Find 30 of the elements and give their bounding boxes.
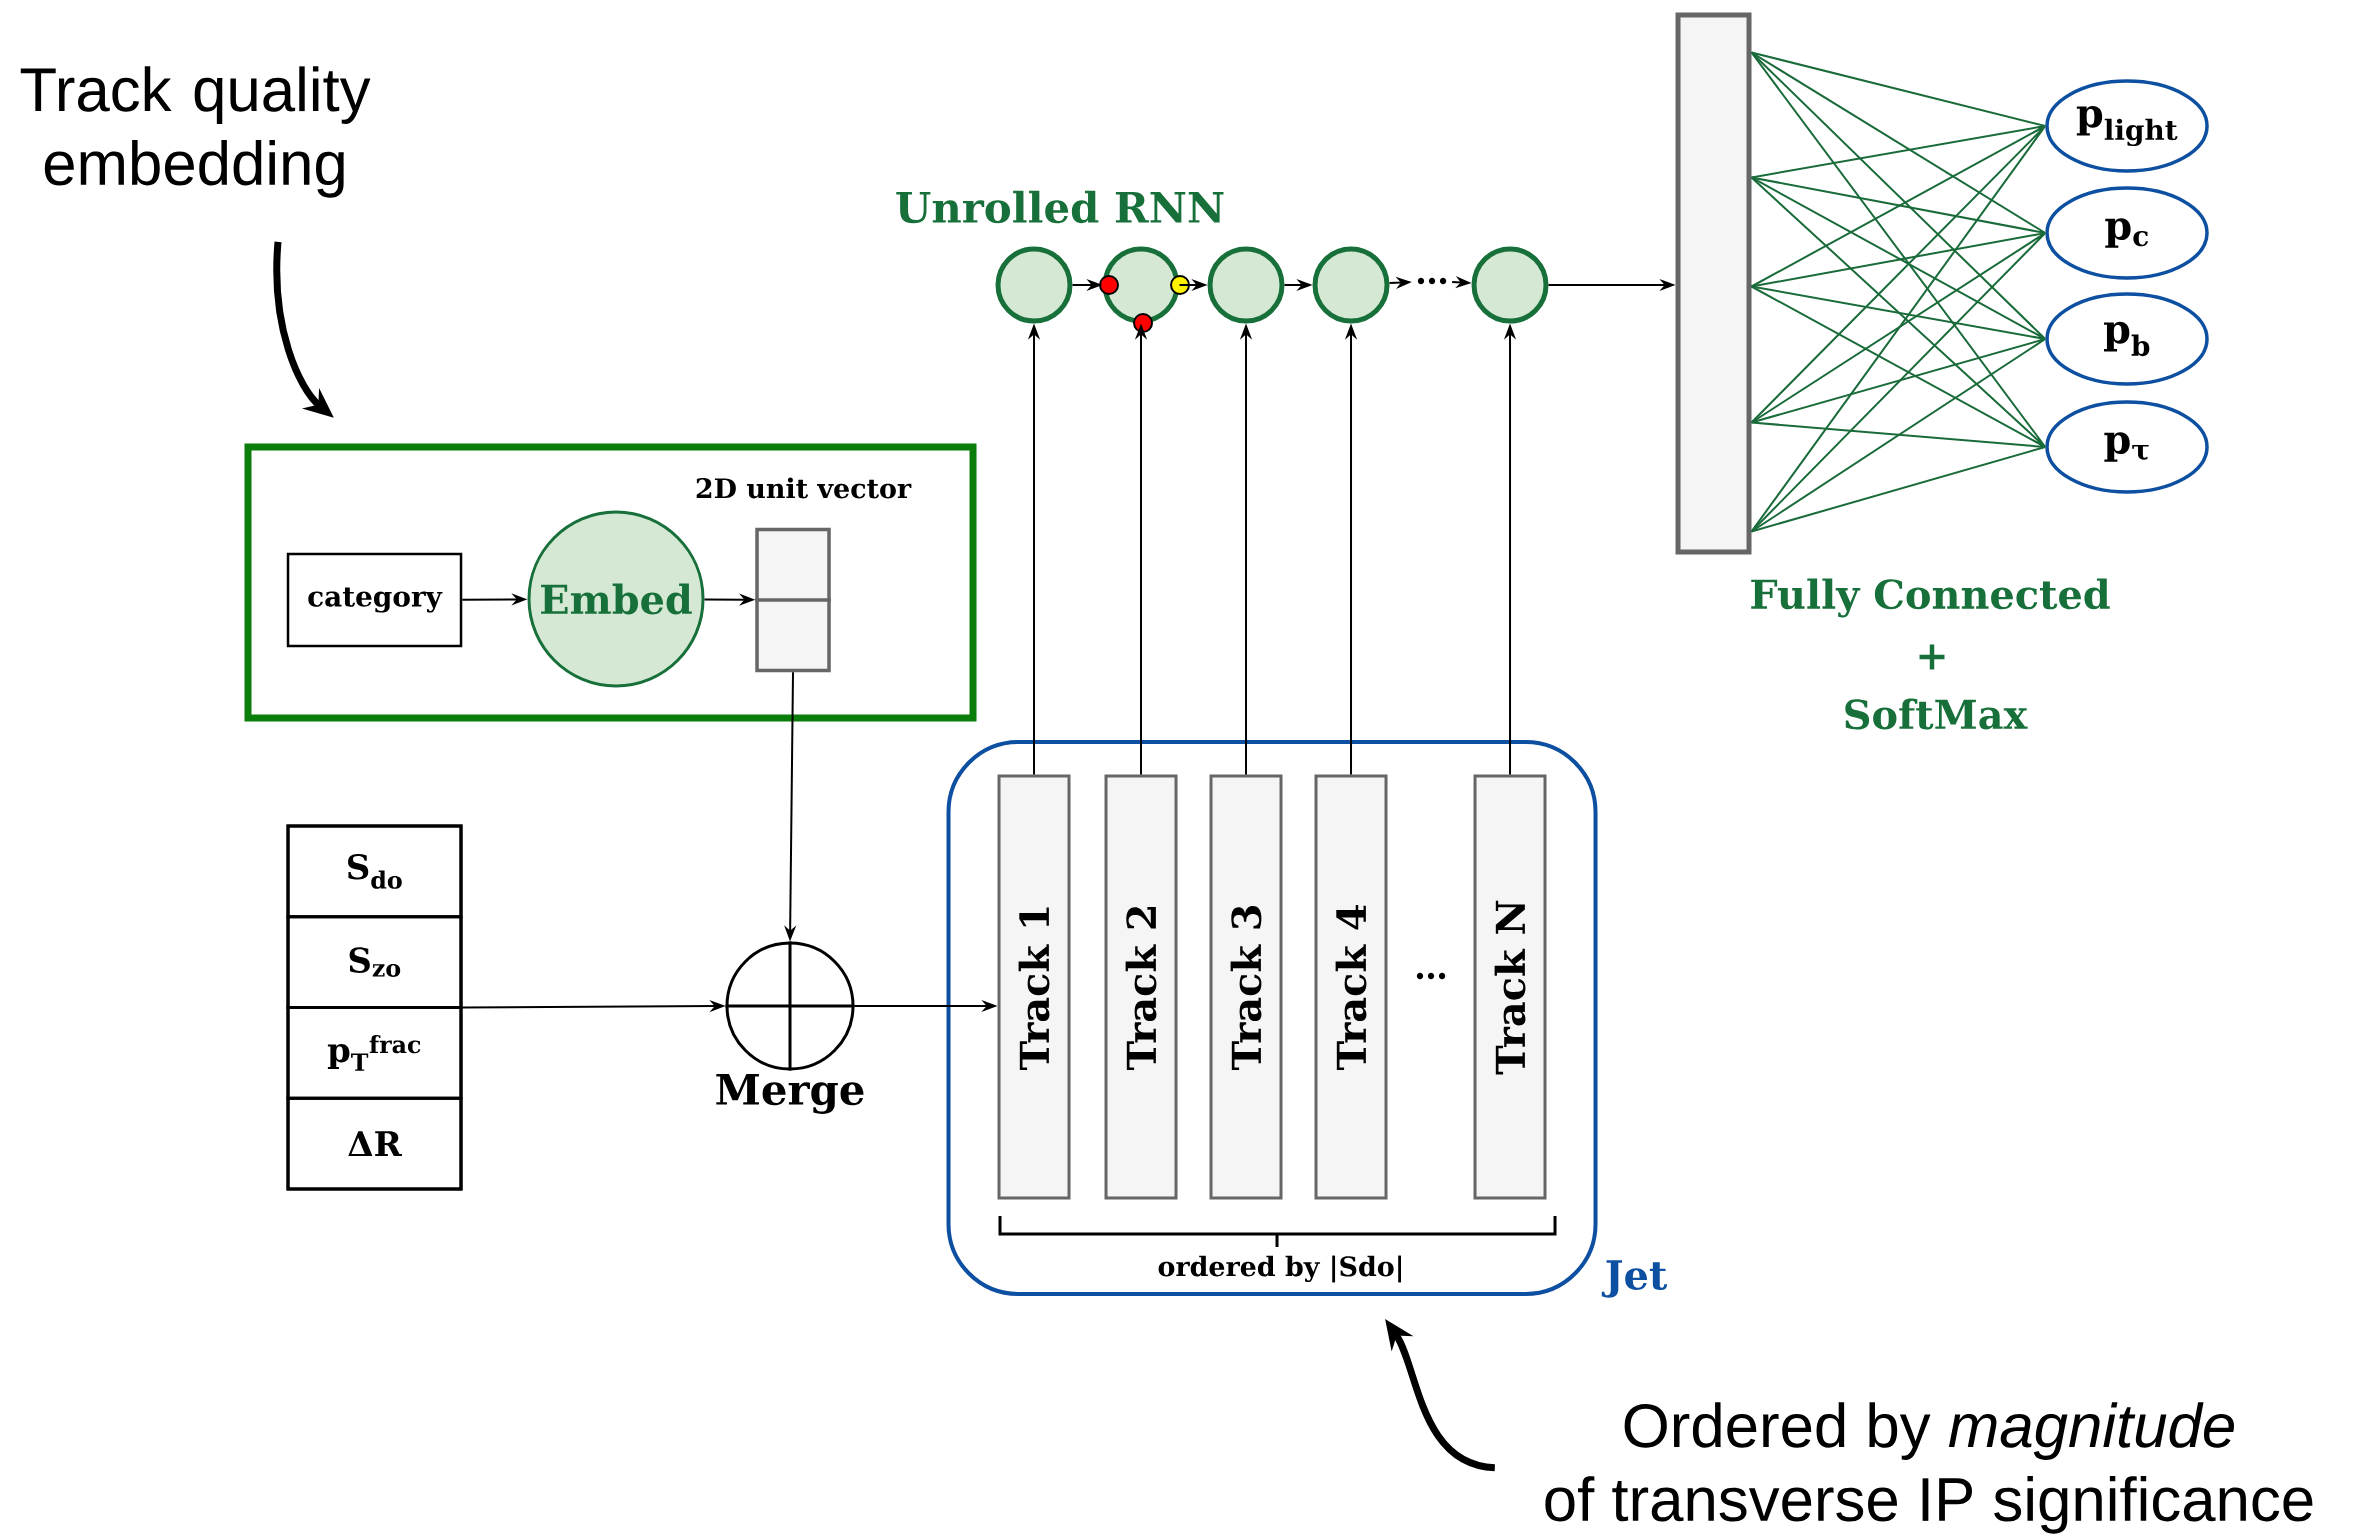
track-box: Track 4 — [1314, 774, 1388, 1200]
table-cell: p$_{T}$frac — [286, 1006, 463, 1100]
rnn-cell-circle — [1312, 246, 1390, 324]
layer-label: SoftMax — [1845, 698, 2028, 730]
track-box: Track 3 — [1209, 774, 1283, 1200]
table-cell: S$_{zo}$ — [286, 915, 463, 1009]
track-box: Track 1 — [997, 774, 1071, 1200]
feature-table — [286, 824, 463, 1191]
track-box: Track 2 — [1104, 774, 1178, 1200]
bracket-label: ordered by |Sdo| — [1158, 1255, 1401, 1283]
table-cell: S$_{do}$ — [286, 824, 463, 919]
node-label: Jet — [1601, 1260, 1668, 1298]
callout-text: Ordered by magnitude of transverse IP significance — [1545, 1402, 2313, 1534]
input-box: category — [286, 552, 463, 648]
dense-layer-bar — [1675, 12, 1752, 555]
layer-label: Unrolled RNN — [896, 190, 1224, 224]
ellipsis: … — [1416, 972, 1446, 980]
layer-label: + — [1919, 644, 1945, 670]
connection-lines — [1750, 51, 2047, 533]
layer-label: Fully Connected — [1751, 578, 2110, 618]
ellipsis: … — [1417, 277, 1447, 285]
callout-text: Track quality embedding — [20, 66, 371, 198]
table-cell: ΔR — [286, 1096, 463, 1191]
rnn-cell-circle — [1471, 246, 1549, 324]
node-label: Merge — [716, 1074, 864, 1114]
group-frame — [244, 443, 977, 722]
node-label: 2D unit vector — [696, 477, 912, 499]
track-box: Track N — [1473, 774, 1547, 1200]
rnn-cell-circle — [1207, 246, 1285, 324]
rnn-cell-circle — [995, 246, 1073, 324]
